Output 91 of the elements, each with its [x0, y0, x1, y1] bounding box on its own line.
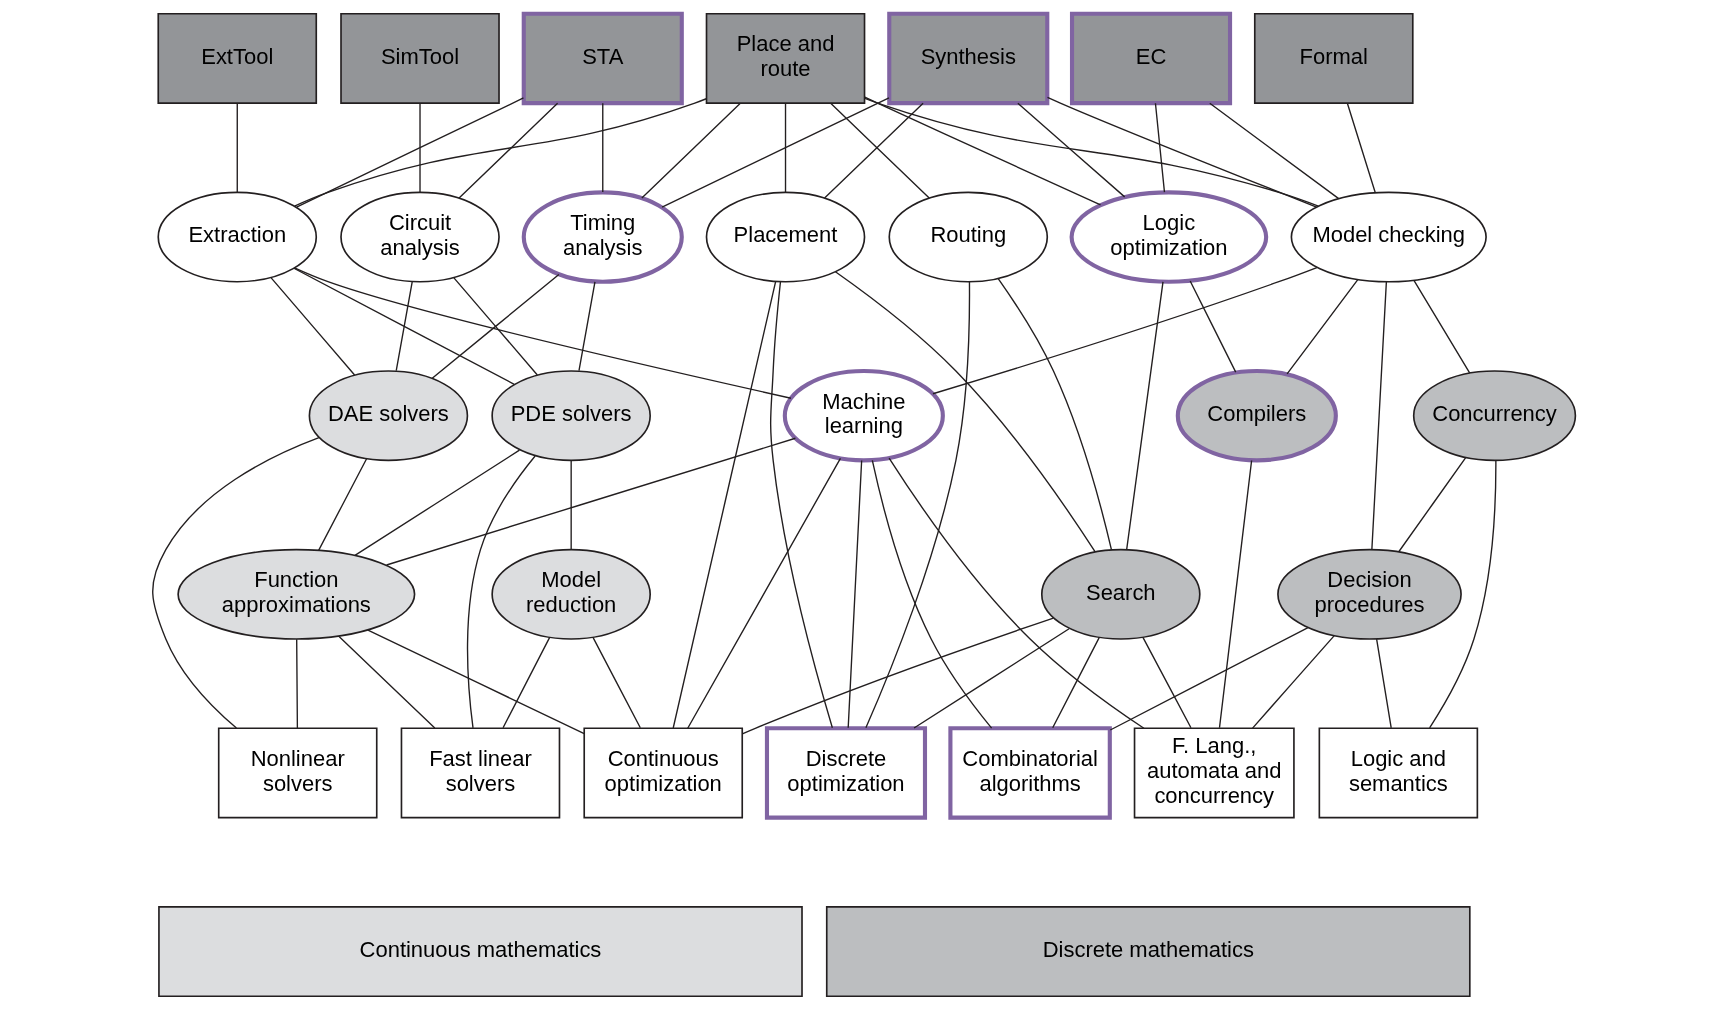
connector — [741, 617, 1055, 735]
connector — [1046, 96, 1318, 208]
connector — [1251, 634, 1335, 729]
connector — [502, 636, 551, 729]
connector — [1286, 279, 1359, 375]
node-ellipse: Routing — [888, 191, 1049, 283]
connector — [293, 267, 515, 385]
connector — [385, 437, 797, 566]
connector — [834, 271, 1096, 553]
connector — [865, 281, 971, 729]
node-box: STA — [521, 11, 684, 106]
connector — [997, 277, 1113, 551]
node-ellipse: Model checking — [1290, 191, 1487, 283]
node-ellipse: PDE solvers — [491, 370, 651, 462]
node-box: Nonlinear solvers — [217, 727, 378, 819]
node-box: Formal — [1253, 12, 1414, 104]
node-ellipse: Placement — [705, 191, 866, 283]
node-box: Discrete mathematics — [825, 906, 1471, 998]
connector — [1218, 459, 1253, 729]
connector — [317, 458, 368, 551]
connector — [1154, 102, 1166, 193]
node-box: Place and route — [705, 12, 866, 104]
connector — [1413, 279, 1471, 374]
connector — [419, 102, 421, 193]
connector — [293, 98, 707, 207]
connector — [641, 102, 742, 199]
node-box: Logic and semantics — [1318, 727, 1479, 819]
connector — [270, 277, 356, 376]
node-ellipse: Concurrency — [1412, 370, 1577, 462]
connector — [338, 635, 436, 729]
connector — [687, 457, 842, 729]
connector — [864, 97, 1320, 207]
connector — [1109, 626, 1309, 731]
node-box: Synthesis — [887, 11, 1050, 106]
connector — [1375, 638, 1392, 729]
node-ellipse: Compilers — [1175, 368, 1338, 463]
connector — [672, 280, 777, 729]
connector — [913, 628, 1070, 729]
connector — [1371, 281, 1388, 551]
node-ellipse: Model reduction — [491, 548, 651, 640]
node-ellipse: Function approximations — [177, 548, 416, 640]
connector — [1209, 102, 1340, 200]
node-box: Combinatorial algorithms — [948, 726, 1112, 820]
node-box: Continuous optimization — [583, 727, 744, 819]
connector — [395, 281, 413, 372]
node-ellipse: DAE solvers — [308, 370, 469, 462]
node-ellipse: Logic optimization — [1069, 190, 1269, 284]
node-box: SimTool — [340, 12, 500, 104]
connector — [578, 281, 596, 372]
connector — [295, 97, 525, 208]
connector — [847, 459, 863, 729]
connector — [296, 638, 299, 729]
connector — [1052, 636, 1100, 729]
connector — [661, 97, 890, 208]
connector — [1125, 281, 1164, 551]
connector — [602, 102, 604, 193]
connector — [871, 459, 993, 729]
connector — [458, 102, 559, 199]
connector — [152, 436, 320, 729]
node-box: ExtTool — [157, 12, 318, 104]
node-ellipse: Decision procedures — [1277, 548, 1462, 640]
connector — [1428, 459, 1497, 729]
node-box: Discrete optimization — [764, 726, 928, 820]
connector — [1346, 102, 1376, 194]
node-box: F. Lang., automata and concurrency — [1133, 727, 1295, 819]
connector — [769, 281, 834, 729]
connector — [354, 449, 521, 557]
node-ellipse: Extraction — [157, 191, 318, 283]
connector — [570, 459, 572, 551]
node-box: EC — [1069, 11, 1233, 106]
connector — [466, 455, 536, 729]
connector — [784, 102, 787, 193]
connector — [932, 266, 1318, 395]
connector — [592, 636, 641, 729]
node-ellipse: Search — [1040, 548, 1201, 640]
connector — [1398, 457, 1467, 553]
node-ellipse: Timing analysis — [521, 190, 684, 284]
connector — [864, 96, 1102, 206]
connector — [453, 277, 539, 376]
connector — [293, 267, 792, 399]
connector — [1017, 102, 1126, 198]
connector — [431, 273, 560, 380]
connector — [1142, 636, 1192, 729]
node-ellipse: Circuit analysis — [340, 191, 500, 283]
node-ellipse: Machine learning — [782, 368, 945, 463]
connector — [367, 629, 585, 735]
connector — [1189, 280, 1237, 373]
node-box: Continuous mathematics — [158, 906, 803, 998]
node-box: Fast linear solvers — [400, 727, 561, 819]
connector — [236, 102, 238, 193]
connector — [888, 457, 1145, 729]
